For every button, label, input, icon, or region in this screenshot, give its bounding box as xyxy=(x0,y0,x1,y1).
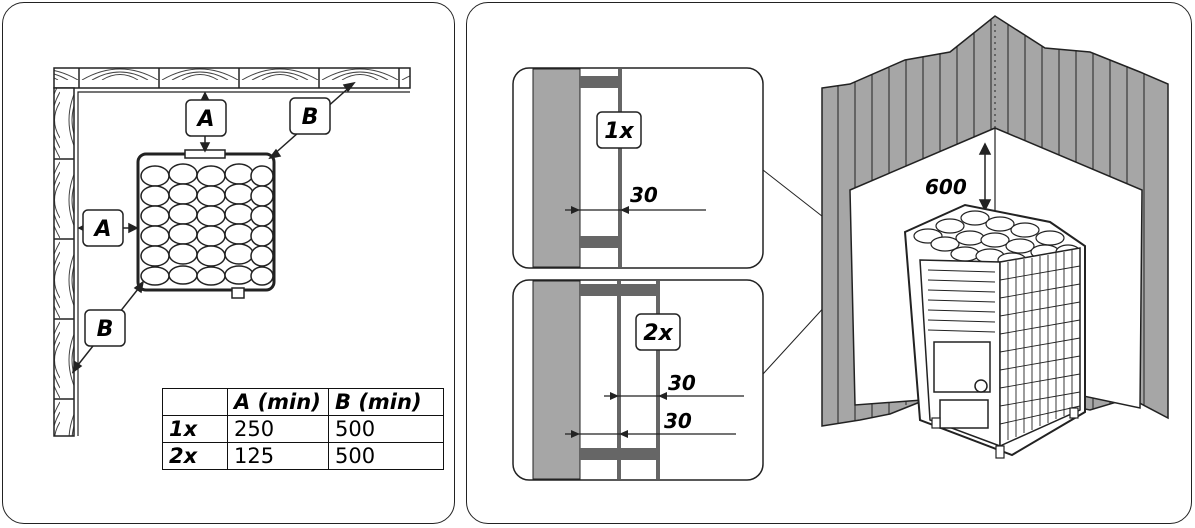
top-view-diagram: A B A B xyxy=(53,67,411,437)
installation-diagram: 1x 30 2x 30 30 xyxy=(512,15,1169,481)
detail-box-2x xyxy=(512,279,764,481)
label-1x: 1x xyxy=(604,119,634,144)
cell-a: 250 xyxy=(227,415,329,443)
label-box-a-top xyxy=(185,99,227,137)
label-2x: 2x xyxy=(643,321,673,346)
label-box-b-top xyxy=(289,97,331,135)
label-b-top: B xyxy=(302,105,319,130)
heater-unit xyxy=(903,203,1086,459)
dim-30-2x-inner: 30 xyxy=(664,409,692,433)
dim-30-1x: 30 xyxy=(630,183,658,207)
dim-30-2x-outer: 30 xyxy=(668,371,696,395)
top-wall xyxy=(53,67,411,89)
cell-b: 500 xyxy=(328,442,444,470)
table-row: 1x 250 500 xyxy=(162,415,444,443)
row-label: 2x xyxy=(162,442,228,470)
clearance-table: A (min) B (min) 1x 250 500 2x 125 500 xyxy=(162,388,444,470)
cell-b: 500 xyxy=(328,415,444,443)
table-header-a: A (min) xyxy=(227,388,329,416)
label-b-bottom: B xyxy=(97,317,114,342)
label-box-a-left xyxy=(82,209,124,247)
table-header-b: B (min) xyxy=(328,388,444,416)
row-label: 1x xyxy=(162,415,228,443)
table-header-empty xyxy=(162,388,228,416)
label-a-top: A xyxy=(195,107,214,132)
label-a-left: A xyxy=(92,217,111,242)
cell-a: 125 xyxy=(227,442,329,470)
table-row: 2x 125 500 xyxy=(162,442,444,470)
detail-box-1x xyxy=(512,67,764,269)
left-wall xyxy=(53,87,75,437)
label-box-b-bottom xyxy=(84,309,126,347)
heater-top-view xyxy=(136,149,276,299)
dim-600: 600 xyxy=(925,175,967,199)
table-header-row: A (min) B (min) xyxy=(162,388,444,416)
